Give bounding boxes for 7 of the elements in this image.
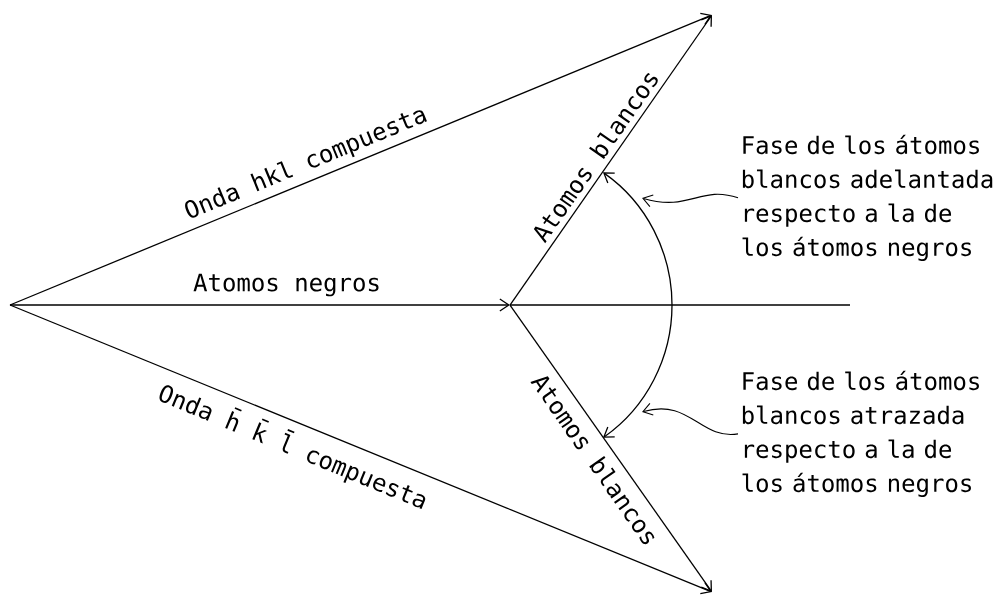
annotation-text: Fase de los átomos blancos adelantada respecto a la de los átomos negros <box>742 134 993 261</box>
leader-line <box>642 193 739 208</box>
leader-line <box>642 402 739 435</box>
phase-angle-arc <box>602 172 673 306</box>
annotation-text: Fase de los átomos blancos atrazada respecto a la de los átomos negros <box>742 370 979 497</box>
vector-label: Atomos negros <box>193 273 379 297</box>
phase-angle-arc <box>602 304 673 438</box>
